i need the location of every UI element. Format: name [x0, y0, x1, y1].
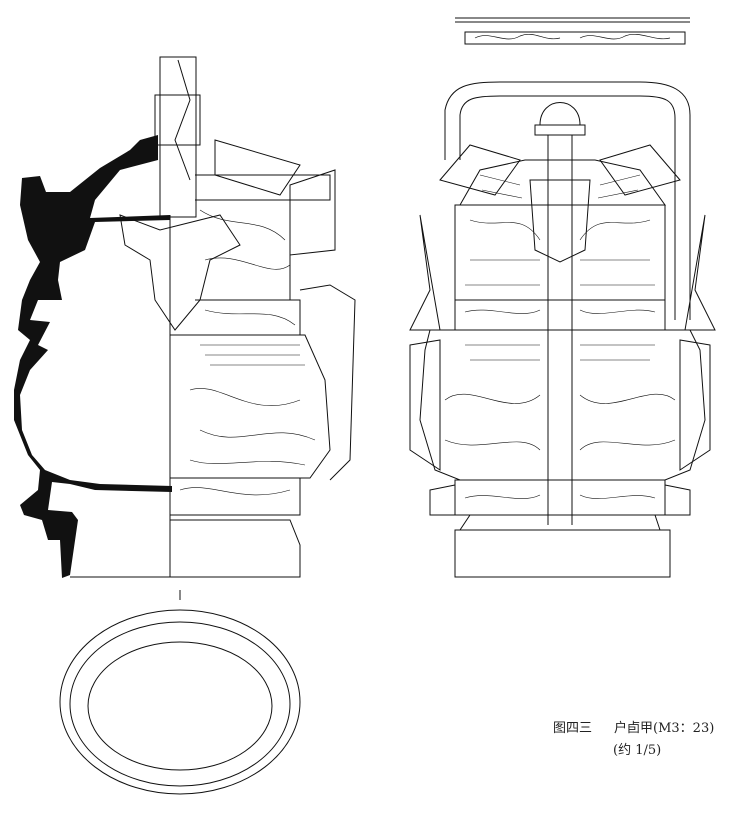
- figure-number: 图四三: [553, 721, 593, 736]
- handle: [444, 81, 691, 320]
- half-elevation: [119, 56, 356, 578]
- section-view: [14, 135, 181, 600]
- figure-title: 户卣甲(M3：23): [614, 721, 715, 736]
- front-elevation: [409, 17, 716, 578]
- inner-profile: [70, 215, 171, 578]
- section-profile: [14, 135, 172, 578]
- plan-view: [59, 609, 301, 795]
- figure-caption: 图四三 户卣甲(M3：23): [553, 717, 714, 736]
- figure-scale: (约 1/5): [613, 743, 662, 758]
